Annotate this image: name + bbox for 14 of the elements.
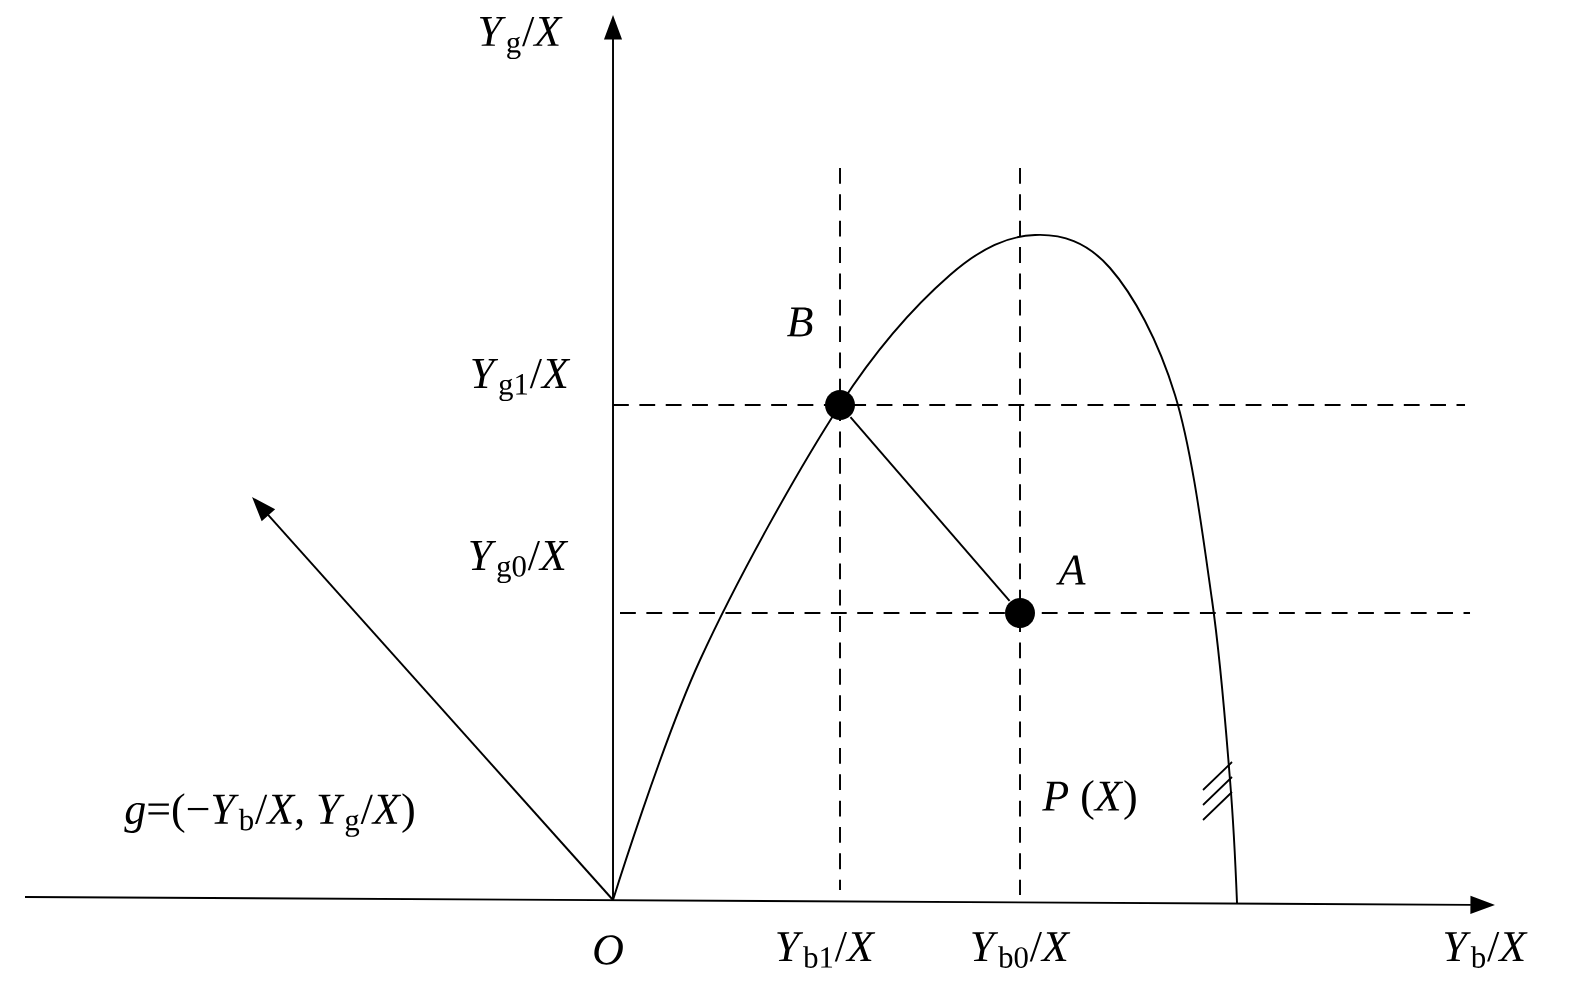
axis-label: Y$_{b1}$/X <box>777 932 876 968</box>
axis-label: Y$_{b0}$/X <box>972 932 1071 968</box>
axis-label: Y$_{g1}$/X <box>472 358 571 402</box>
axis-label: O <box>594 935 623 965</box>
axis-label: Y$_{g}$/X <box>480 16 563 60</box>
axis-label: P (X) <box>1042 780 1136 820</box>
axis-label: Y$_{b}$/X <box>1445 932 1528 968</box>
point-label: B <box>787 307 813 337</box>
point-dot <box>1005 598 1035 628</box>
point-label: A <box>1056 555 1086 585</box>
axis-label: g=(−Y$_{b}$/X, Y$_{g}$/X) <box>124 793 414 837</box>
point-dot <box>825 390 855 420</box>
connector-line <box>849 416 1011 602</box>
axis-label: Y$_{g0}$/X <box>470 540 569 584</box>
